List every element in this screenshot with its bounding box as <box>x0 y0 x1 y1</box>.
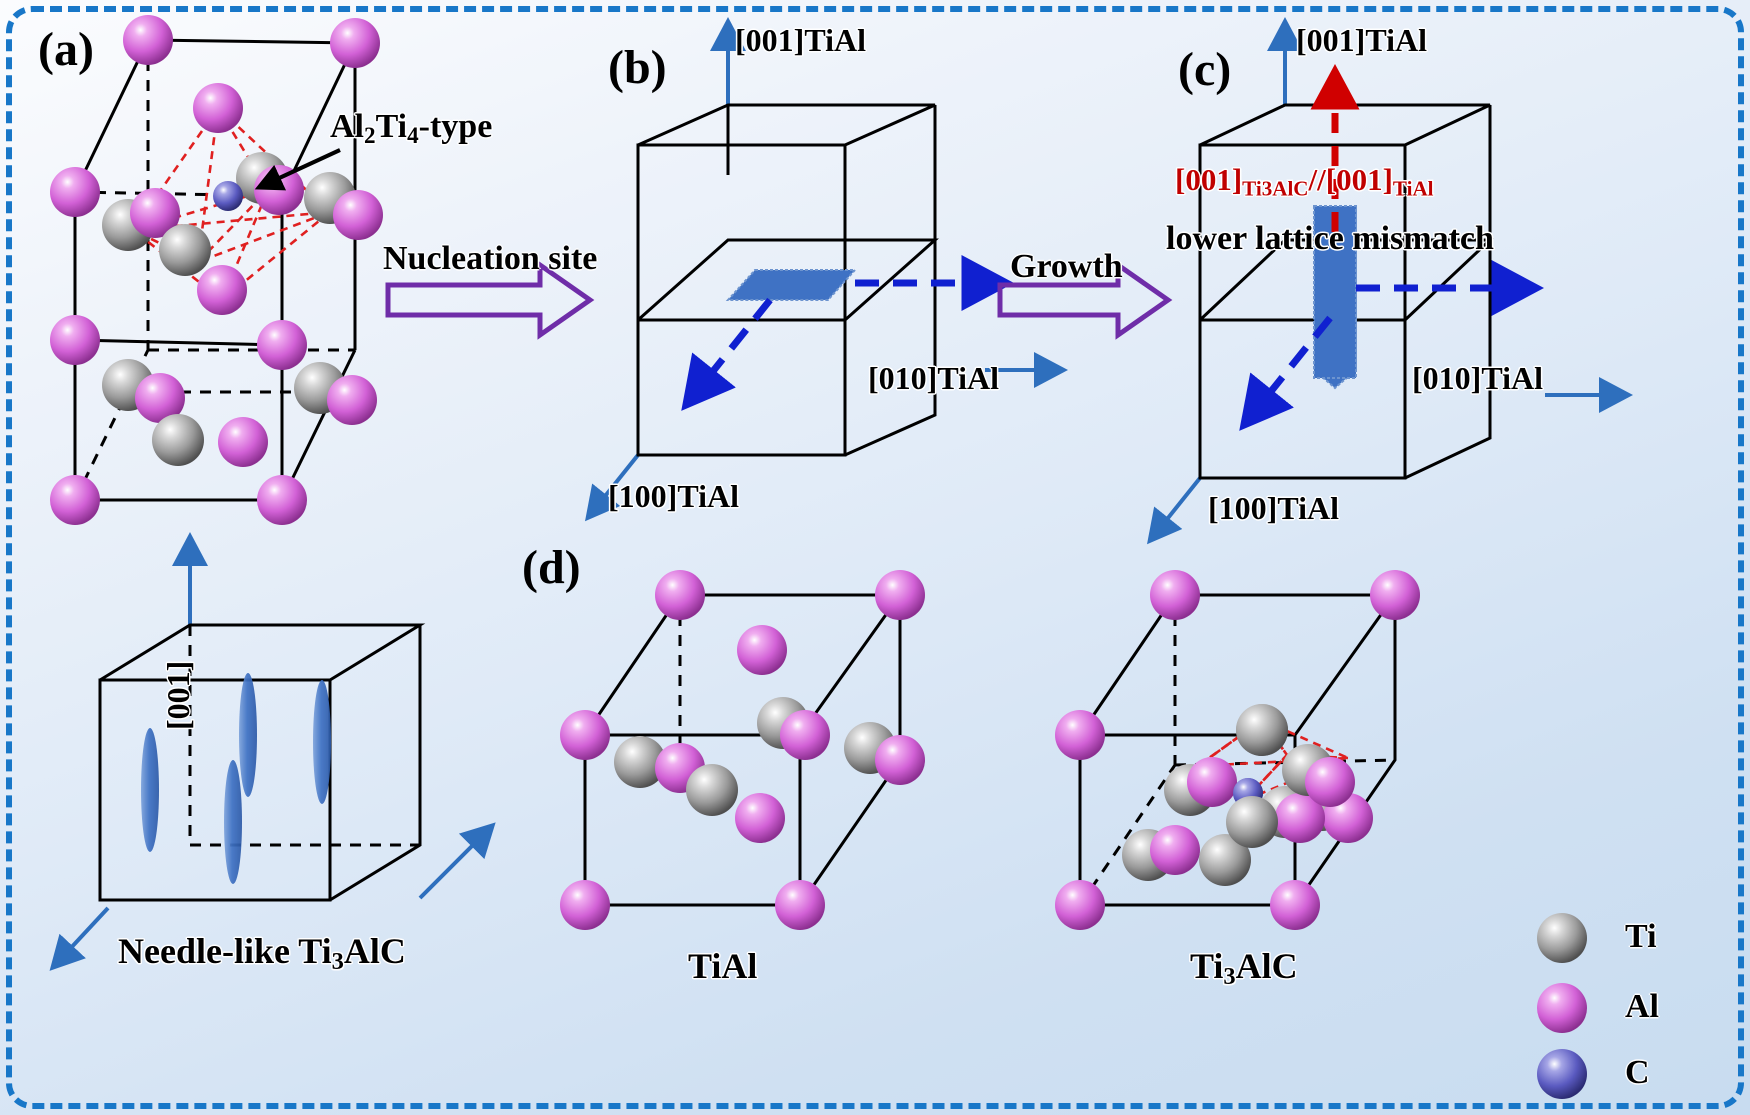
needle-precipitates <box>141 673 331 884</box>
panel-d-tag: (d) <box>522 541 581 594</box>
panel-c-axis-z-label: [001]TiAl <box>1296 22 1427 58</box>
carbon-atom <box>213 181 243 211</box>
panel-b-tag: (b) <box>608 41 667 94</box>
panel-d-ti3alc-atoms <box>1055 570 1420 930</box>
al2ti4-type-label: Al2Ti4-type <box>330 108 493 149</box>
legend-label-c: C <box>1625 1054 1650 1091</box>
nucleus-platelet <box>725 269 858 301</box>
panel-d-tial-atoms <box>560 570 925 930</box>
panel-b-axis-x-label: [100]TiAl <box>608 478 739 514</box>
panel-c-cell <box>1147 17 1633 545</box>
pointer-arrow-icon <box>254 148 341 191</box>
needle-direction-label: [001] <box>160 660 196 730</box>
growth-arrow-icon <box>997 260 1173 340</box>
legend-sphere-al <box>1537 983 1587 1033</box>
legend-sphere-ti <box>1537 913 1587 963</box>
panel-b-axis-z-label: [001]TiAl <box>735 22 866 58</box>
panel-a-crystal <box>50 15 383 525</box>
nucleation-arrow-icon <box>385 260 595 340</box>
nucleation-site-label: Nucleation site <box>383 240 598 277</box>
panel-c-tag: (c) <box>1178 43 1232 96</box>
panel-b-cell <box>585 17 1068 522</box>
legend-swatches <box>1537 913 1587 1099</box>
legend-label-al: Al <box>1625 988 1659 1025</box>
panel-b-axis-y-label: [010]TiAl <box>868 360 999 396</box>
legend-sphere-c <box>1537 1049 1587 1099</box>
panel-d-ti3alc-atoms-front <box>1164 704 1355 848</box>
panel-d-tial-cell <box>560 570 925 930</box>
panel-c-axis-x-label: [100]TiAl <box>1208 490 1339 526</box>
needle-caption: Needle-like Ti3AlC <box>118 931 406 976</box>
legend-label-ti: Ti <box>1625 918 1657 955</box>
panel-a-needle-cube <box>49 532 496 971</box>
tial-caption: TiAl <box>688 946 758 986</box>
panel-d-ti3alc-cell <box>1055 570 1420 930</box>
orientation-relationship-label: [001]Ti3AlC//[001]TiAl <box>1175 162 1434 201</box>
panel-c-axis-y-label: [010]TiAl <box>1412 360 1543 396</box>
ti3alc-caption: Ti3AlC <box>1190 946 1298 991</box>
growth-label: Growth <box>1010 248 1123 285</box>
lattice-mismatch-note: lower lattice mismatch <box>1166 220 1494 257</box>
panel-a-tag: (a) <box>38 23 94 76</box>
